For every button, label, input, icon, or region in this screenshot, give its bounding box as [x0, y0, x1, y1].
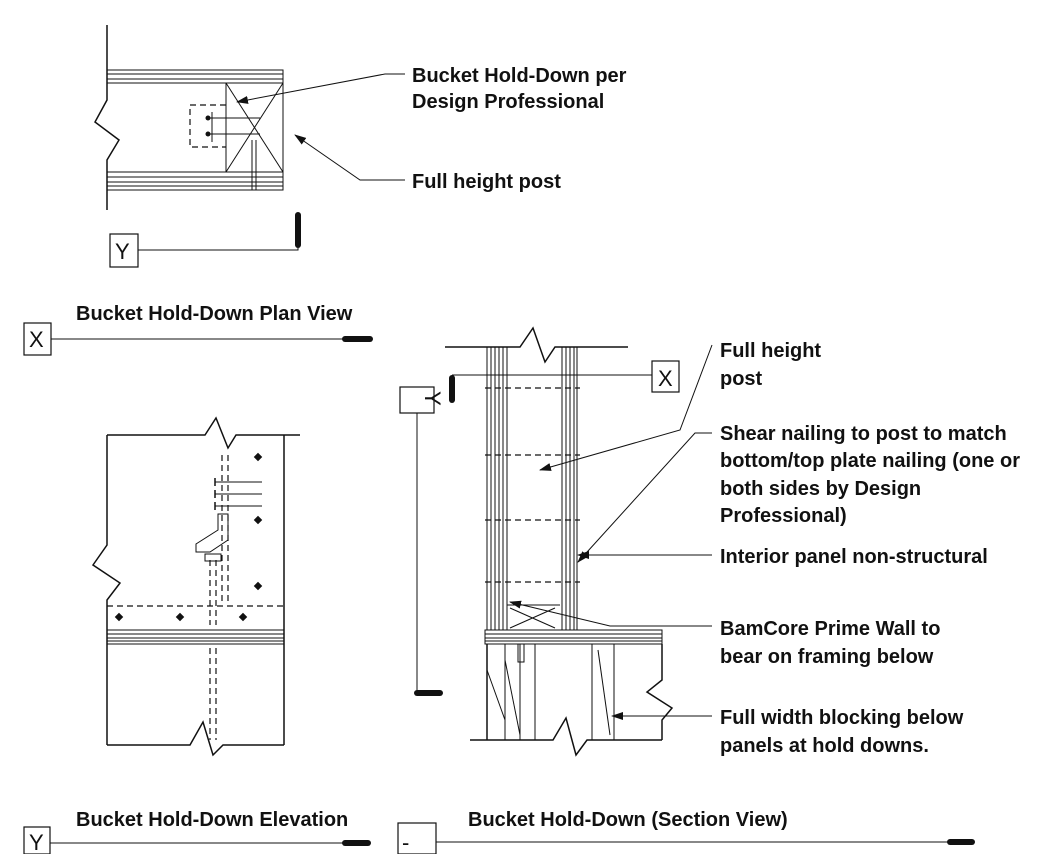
section-callout-shear-line2: bottom/top plate nailing (one or — [720, 450, 1020, 472]
section-marker-y-box — [399, 386, 435, 414]
plan-view-title: Bucket Hold-Down Plan View — [76, 303, 353, 325]
elevation-drawing — [91, 416, 300, 757]
section-callout-post-line1: Full height — [720, 340, 821, 362]
section-callout-blocking-line1: Full width blocking below — [720, 707, 964, 729]
section-view-drawing — [399, 326, 713, 757]
section-callout-interior: Interior panel non-structural — [720, 546, 988, 568]
elevation-title-marker-label: Y — [29, 830, 44, 854]
section-marker-y-box — [109, 233, 139, 268]
section-marker-x-label: X — [658, 366, 673, 391]
section-callout-post-line2: post — [720, 368, 763, 390]
plan-callout-holddown-line1: Bucket Hold-Down per — [412, 65, 627, 87]
section-callout-shear-line3: both sides by Design — [720, 478, 921, 500]
section-callout-shear-line1: Shear nailing to post to match — [720, 423, 1007, 445]
elevation-title: Bucket Hold-Down Elevation — [76, 809, 348, 831]
section-view-title: Bucket Hold-Down (Section View) — [468, 809, 788, 831]
section-marker-y-label: Y — [420, 391, 445, 406]
section-marker-x-box — [651, 360, 680, 393]
plan-title-marker-box — [23, 322, 52, 356]
plan-marker-y-label: Y — [115, 239, 130, 264]
section-callout-shear-line4: Professional) — [720, 505, 847, 527]
plan-callout-holddown-line2: Design Professional — [412, 91, 604, 113]
section-title-marker-label: - — [402, 830, 409, 854]
plan-title-marker-label: X — [29, 327, 44, 352]
section-callout-bamcore-line2: bear on framing below — [720, 646, 934, 668]
section-callout-blocking-line2: panels at hold downs. — [720, 735, 929, 757]
plan-callout-post: Full height post — [412, 171, 561, 193]
section-callout-bamcore-line1: BamCore Prime Wall to — [720, 618, 940, 640]
section-title-marker-box — [397, 822, 437, 854]
elevation-title-marker-box — [23, 826, 51, 854]
plan-view-drawing — [94, 25, 405, 268]
